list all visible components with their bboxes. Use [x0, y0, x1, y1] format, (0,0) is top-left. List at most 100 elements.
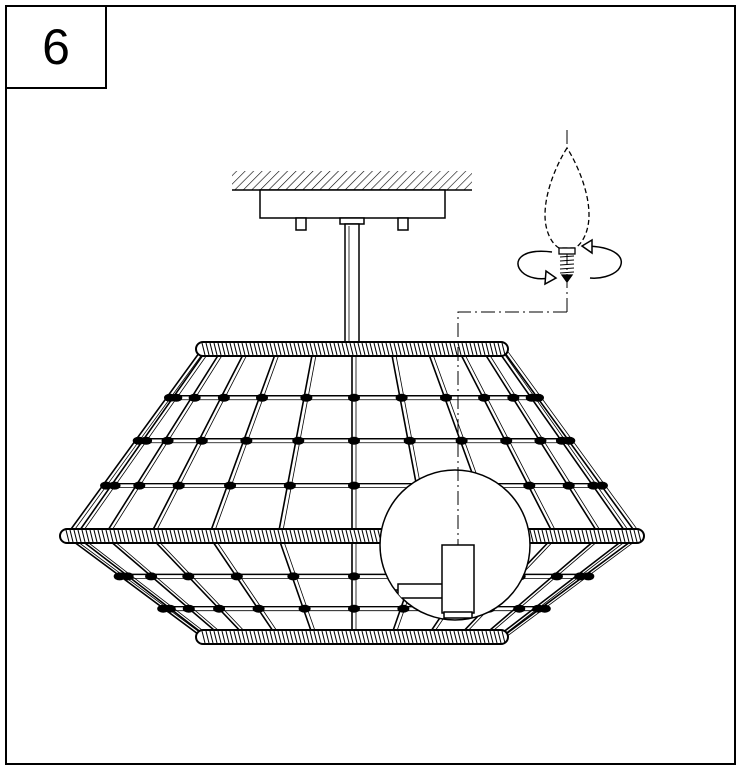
cage-bottom-ring-coil: [465, 630, 470, 644]
cage-top-ring-coil: [417, 342, 422, 356]
cage-top-ring-coil: [217, 342, 222, 356]
cage-knot: [182, 572, 195, 581]
cage-bottom-ring-coil: [381, 630, 386, 644]
cage-knot: [532, 393, 544, 402]
cage-top-ring-coil: [405, 342, 410, 356]
cage-top-ring-coil: [273, 342, 278, 356]
cage-knot: [287, 572, 300, 581]
cage-bottom-ring-coil: [489, 630, 494, 644]
cage-bottom-ring-coil: [445, 630, 450, 644]
cage-middle-ring-coil: [549, 529, 554, 543]
cage-knot: [188, 393, 201, 402]
cage-top-ring-coil: [349, 342, 354, 356]
cage-bottom-ring-coil: [229, 630, 234, 644]
cage-top-ring-coil: [265, 342, 270, 356]
cage-knot: [170, 393, 183, 402]
cage-top-ring-coil: [393, 342, 398, 356]
cage-bottom-ring-coil: [469, 630, 474, 644]
cage-middle-ring-coil: [89, 529, 94, 543]
cage-top-ring-coil: [333, 342, 338, 356]
cage-knot: [121, 572, 134, 581]
cage-bottom-ring-coil: [437, 630, 442, 644]
cage-knot: [256, 393, 268, 402]
cage-top-ring-coil: [329, 342, 334, 356]
cage-middle-ring-coil: [325, 529, 330, 543]
cage-middle-ring-coil: [189, 529, 194, 543]
cage-middle-ring-coil: [101, 529, 106, 543]
cage-bottom-ring-coil: [453, 630, 458, 644]
cage-bottom-ring-coil: [297, 630, 302, 644]
cage-knot: [300, 393, 313, 402]
cage-top-ring-coil: [473, 342, 478, 356]
cage-bottom-ring-coil: [277, 630, 282, 644]
cage-bottom-ring-coil: [373, 630, 378, 644]
cage-knot: [292, 436, 305, 445]
cage-top-ring-coil: [277, 342, 282, 356]
cage-bottom-ring-coil: [329, 630, 334, 644]
cage-knot: [283, 481, 296, 490]
cage-middle-ring-coil: [181, 529, 186, 543]
candle-bulb-icon: [544, 146, 590, 284]
cage-middle-ring-coil: [613, 529, 618, 543]
cage-top-ring-coil: [361, 342, 366, 356]
cage-middle-ring-coil: [609, 529, 614, 543]
cage-top-ring-coil: [485, 342, 490, 356]
cage-bottom-ring-coil: [285, 630, 290, 644]
cage-rib: [496, 348, 630, 638]
cage-bottom-ring-coil: [365, 630, 370, 644]
cage-knot: [161, 436, 174, 445]
cage-top-ring-coil: [313, 342, 318, 356]
cage-middle-ring-coil: [121, 529, 126, 543]
cage-top-ring-coil: [341, 342, 346, 356]
cage-top-ring-coil: [369, 342, 374, 356]
cage-bottom-ring-coil: [201, 630, 206, 644]
cage-middle-ring-coil: [69, 529, 74, 543]
cage-middle-ring-coil: [625, 529, 630, 543]
cage-top-ring-coil: [337, 342, 342, 356]
cage-top-ring-coil: [497, 342, 502, 356]
cage-rib-inner: [79, 348, 212, 638]
cage-bottom-ring-coil: [317, 630, 322, 644]
cage-bottom-ring-coil: [245, 630, 250, 644]
cage-middle-ring-coil: [253, 529, 258, 543]
cage-middle-ring-coil: [285, 529, 290, 543]
cage-middle-ring-coil: [305, 529, 310, 543]
cage-knot: [240, 436, 253, 445]
cage-bottom-ring-coil: [281, 630, 286, 644]
cage-bottom-ring-coil: [385, 630, 390, 644]
cage-bottom-ring-coil: [209, 630, 214, 644]
cage-knot: [595, 481, 608, 490]
cage-top-ring-coil: [321, 342, 326, 356]
cage-top-ring-coil: [213, 342, 218, 356]
cage-top-ring-coil: [253, 342, 258, 356]
cage-bottom-ring-coil: [429, 630, 434, 644]
cage-knot: [348, 604, 360, 613]
cage-knot: [440, 393, 452, 402]
cage-top-ring-coil: [501, 342, 506, 356]
cage-middle-ring-coil: [317, 529, 322, 543]
cage-top-ring-coil: [209, 342, 214, 356]
cage-top-ring-coil: [453, 342, 458, 356]
cage-bottom-ring-coil: [309, 630, 314, 644]
cage-knot: [538, 604, 551, 613]
cage-knot: [213, 604, 226, 613]
cage-top-ring-coil: [429, 342, 434, 356]
cage-middle-ring-coil: [205, 529, 210, 543]
cage-bottom-ring-coil: [313, 630, 318, 644]
cage-top-ring-coil: [257, 342, 262, 356]
cage-top-ring-coil: [385, 342, 390, 356]
cage-bottom-ring-coil: [233, 630, 238, 644]
cage-knot: [403, 436, 416, 445]
cage-middle-ring-coil: [309, 529, 314, 543]
cage-rib: [501, 348, 640, 638]
cage-middle-ring-coil: [629, 529, 634, 543]
cage-bottom-ring-coil: [441, 630, 446, 644]
ceiling-hatch-icon: [232, 171, 472, 191]
cage-middle-ring-coil: [213, 529, 218, 543]
cage-middle-ring-coil: [221, 529, 226, 543]
cage-middle-ring-coil: [353, 529, 358, 543]
cage-top-ring-coil: [285, 342, 290, 356]
cage-top-ring-coil: [421, 342, 426, 356]
